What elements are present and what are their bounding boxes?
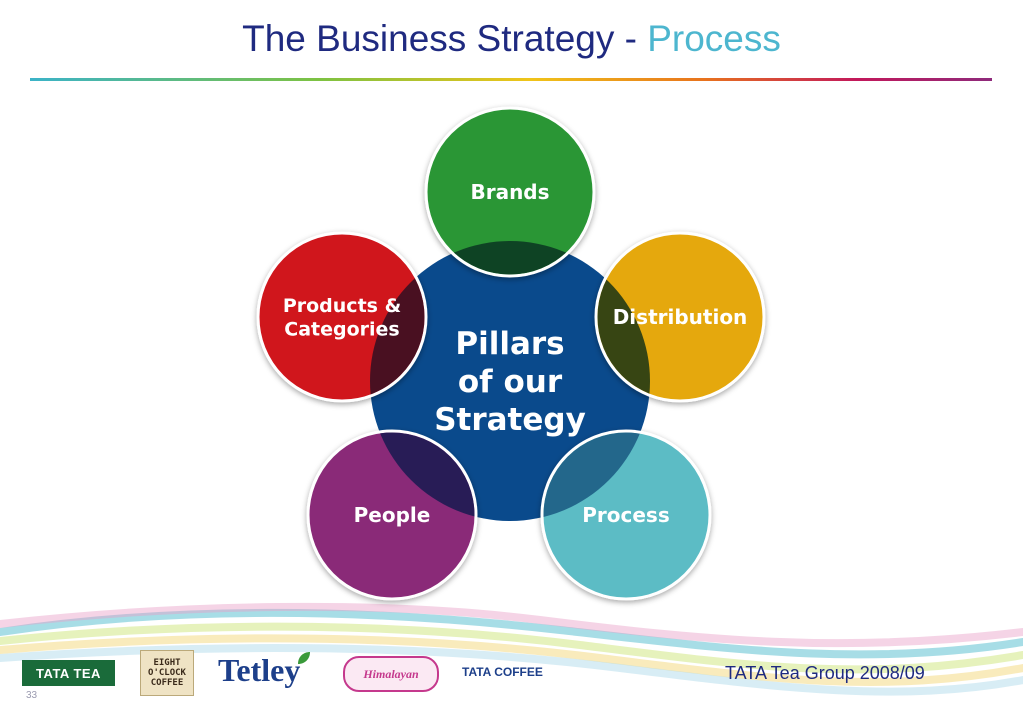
- pillar-label: Products &: [283, 295, 401, 317]
- pillar-label: Categories: [284, 319, 399, 341]
- tata-tea-logo: TATA TEA: [22, 660, 115, 686]
- pillar-label: Process: [582, 503, 670, 527]
- center-label-line: of our: [458, 364, 563, 400]
- slide-title-main: The Business Strategy -: [242, 18, 648, 59]
- title-divider: [30, 78, 992, 81]
- footer-waves: [0, 602, 1023, 696]
- pillar-label: People: [354, 503, 431, 527]
- slide-title-accent: Process: [647, 18, 781, 59]
- pillar-label: Brands: [470, 180, 549, 204]
- page-number: 33: [26, 690, 38, 701]
- himalayan-logo: Himalayan: [343, 656, 439, 692]
- group-label: TATA Tea Group 2008/09: [725, 663, 925, 683]
- slide-title: The Business Strategy - Process: [0, 18, 1023, 60]
- pillar-label: Distribution: [613, 305, 748, 329]
- center-label-line: Pillars: [455, 326, 564, 362]
- footer-wave: [0, 602, 1023, 648]
- tetley-leaf-icon: [298, 652, 310, 664]
- tetley-logo-text: Tetley: [218, 651, 301, 688]
- pillar-circle: [424, 106, 596, 278]
- tata-coffee-logo: TATA COFFEE: [462, 665, 543, 679]
- tetley-logo: Tetley: [218, 650, 310, 690]
- footer-wave: [0, 622, 1023, 674]
- center-label-line: Strategy: [434, 402, 586, 438]
- footer-wave: [0, 608, 1023, 659]
- eight-oclock-coffee-logo: EIGHT O'CLOCK COFFEE: [140, 650, 194, 696]
- footer-wave: [0, 634, 1023, 686]
- footer-wave: [0, 643, 1023, 696]
